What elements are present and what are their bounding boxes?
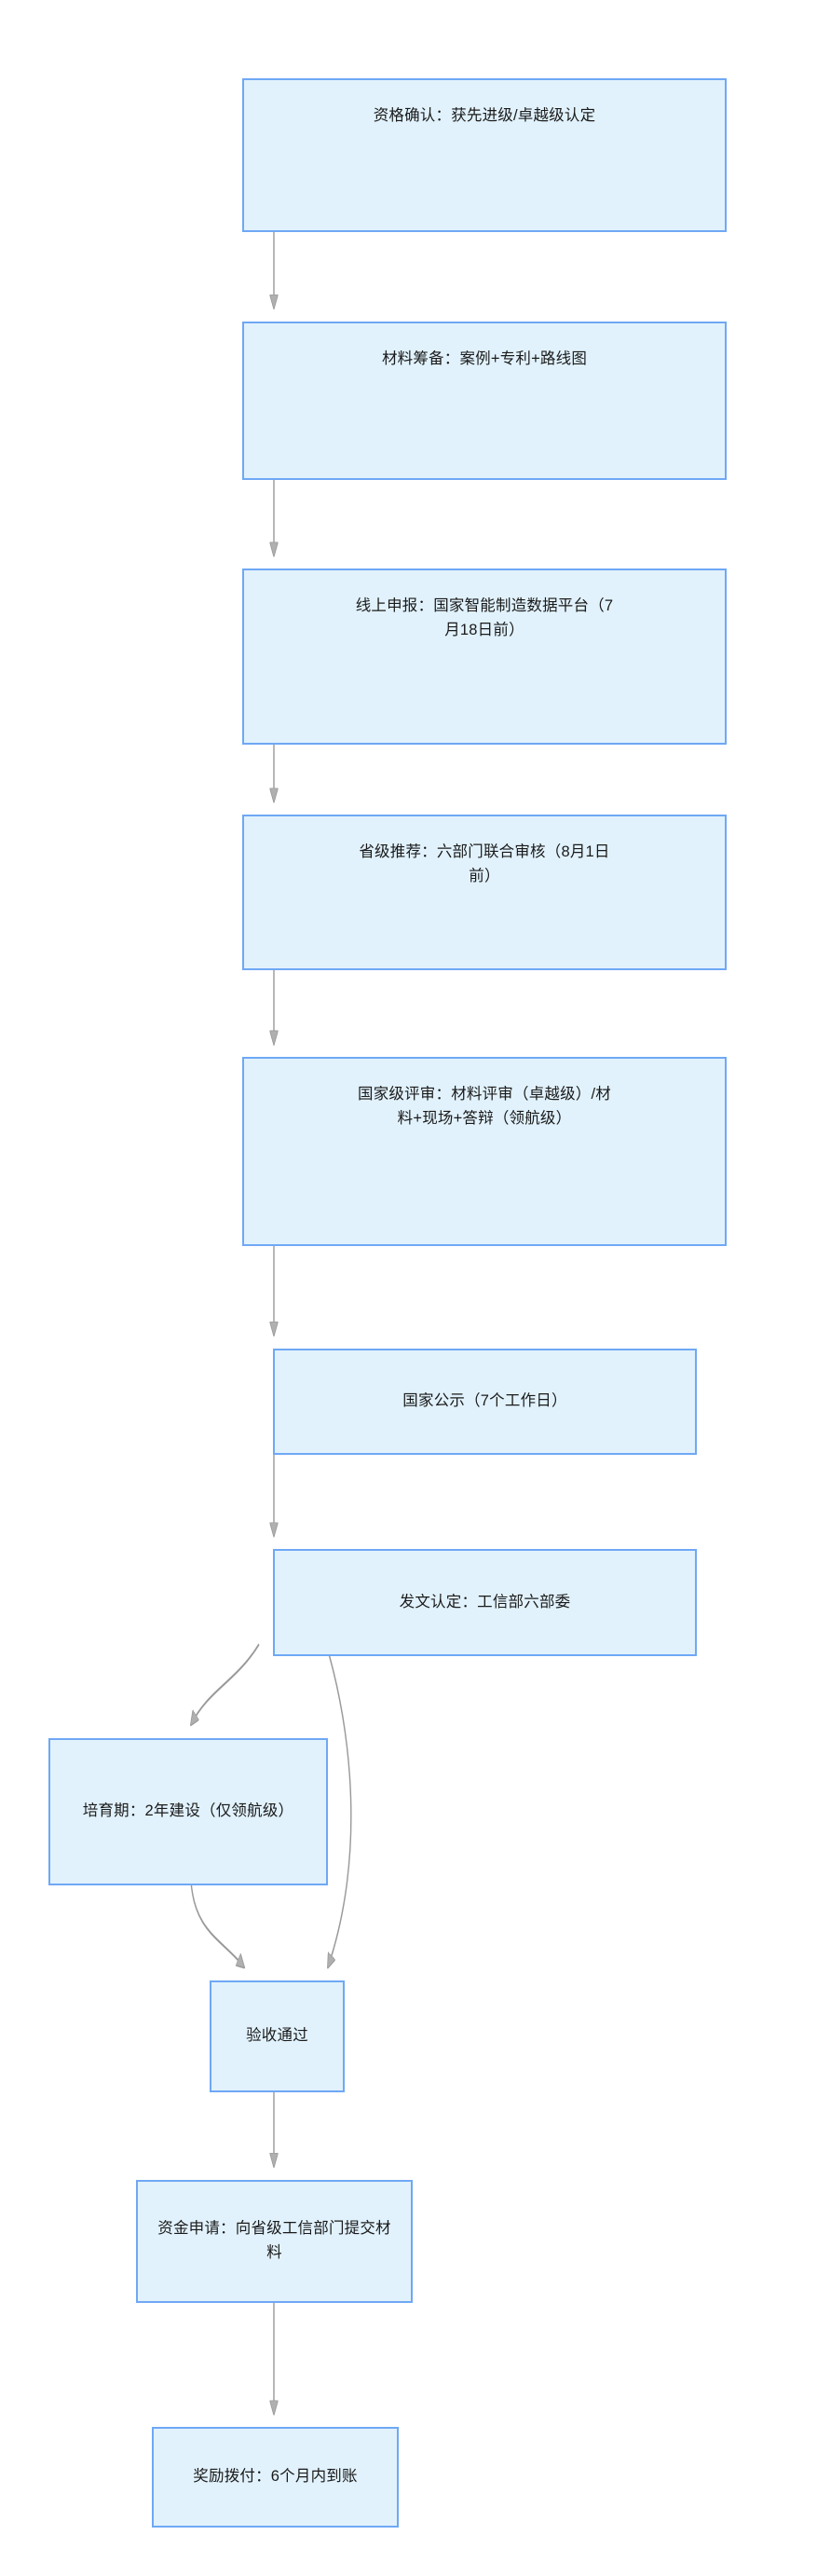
flow-node-qualification[interactable]: 资格确认：获先进级/卓越级认定 — [242, 78, 727, 233]
flow-node-label: 培育期：2年建设（仅领航级） — [82, 1802, 294, 1819]
flow-node-label: 资格确认：获先进级/卓越级认定 — [373, 107, 596, 125]
flow-node-official-designation[interactable]: 发文认定：工信部六部委 — [273, 1548, 697, 1656]
edge-n7-n9 — [325, 1643, 352, 1966]
flow-node-label: 发文认定：工信部六部委 — [399, 1593, 571, 1610]
flow-node-provincial-recommendation[interactable]: 省级推荐：六部门联合审核（8月1日 前） — [242, 815, 727, 970]
flow-node-label: 省级推荐：六部门联合审核（8月1日 前） — [359, 843, 610, 884]
flow-node-national-publicity[interactable]: 国家公示（7个工作日） — [273, 1348, 697, 1456]
edge-n7-n8 — [191, 1643, 260, 1724]
flow-node-funding-application[interactable]: 资金申请：向省级工信部门提交材料 — [136, 2179, 413, 2304]
flow-node-label: 材料筹备：案例+专利+路线图 — [381, 349, 588, 367]
flow-node-acceptance-passed[interactable]: 验收通过 — [210, 1980, 345, 2093]
flow-node-national-review[interactable]: 国家级评审：材料评审（卓越级）/材 料+现场+答辩（领航级） — [242, 1057, 727, 1247]
flow-node-label: 奖励拨付：6个月内到账 — [193, 2468, 358, 2486]
flow-node-label: 验收通过 — [246, 2027, 308, 2045]
flow-node-award-disbursement[interactable]: 奖励拨付：6个月内到账 — [152, 2427, 399, 2528]
flow-node-label: 资金申请：向省级工信部门提交材料 — [157, 2220, 391, 2262]
flow-node-online-application[interactable]: 线上申报：国家智能制造数据平台（7 月18日前） — [242, 569, 727, 745]
flow-node-material-preparation[interactable]: 材料筹备：案例+专利+路线图 — [242, 321, 727, 481]
flow-node-cultivation-period[interactable]: 培育期：2年建设（仅领航级） — [48, 1737, 328, 1885]
flow-node-label: 国家公示（7个工作日） — [402, 1392, 567, 1410]
flow-node-label: 线上申报：国家智能制造数据平台（7 月18日前） — [355, 597, 614, 638]
flow-node-label: 国家级评审：材料评审（卓越级）/材 料+现场+答辩（领航级） — [358, 1086, 611, 1127]
edge-n8-n9 — [190, 1880, 244, 1966]
